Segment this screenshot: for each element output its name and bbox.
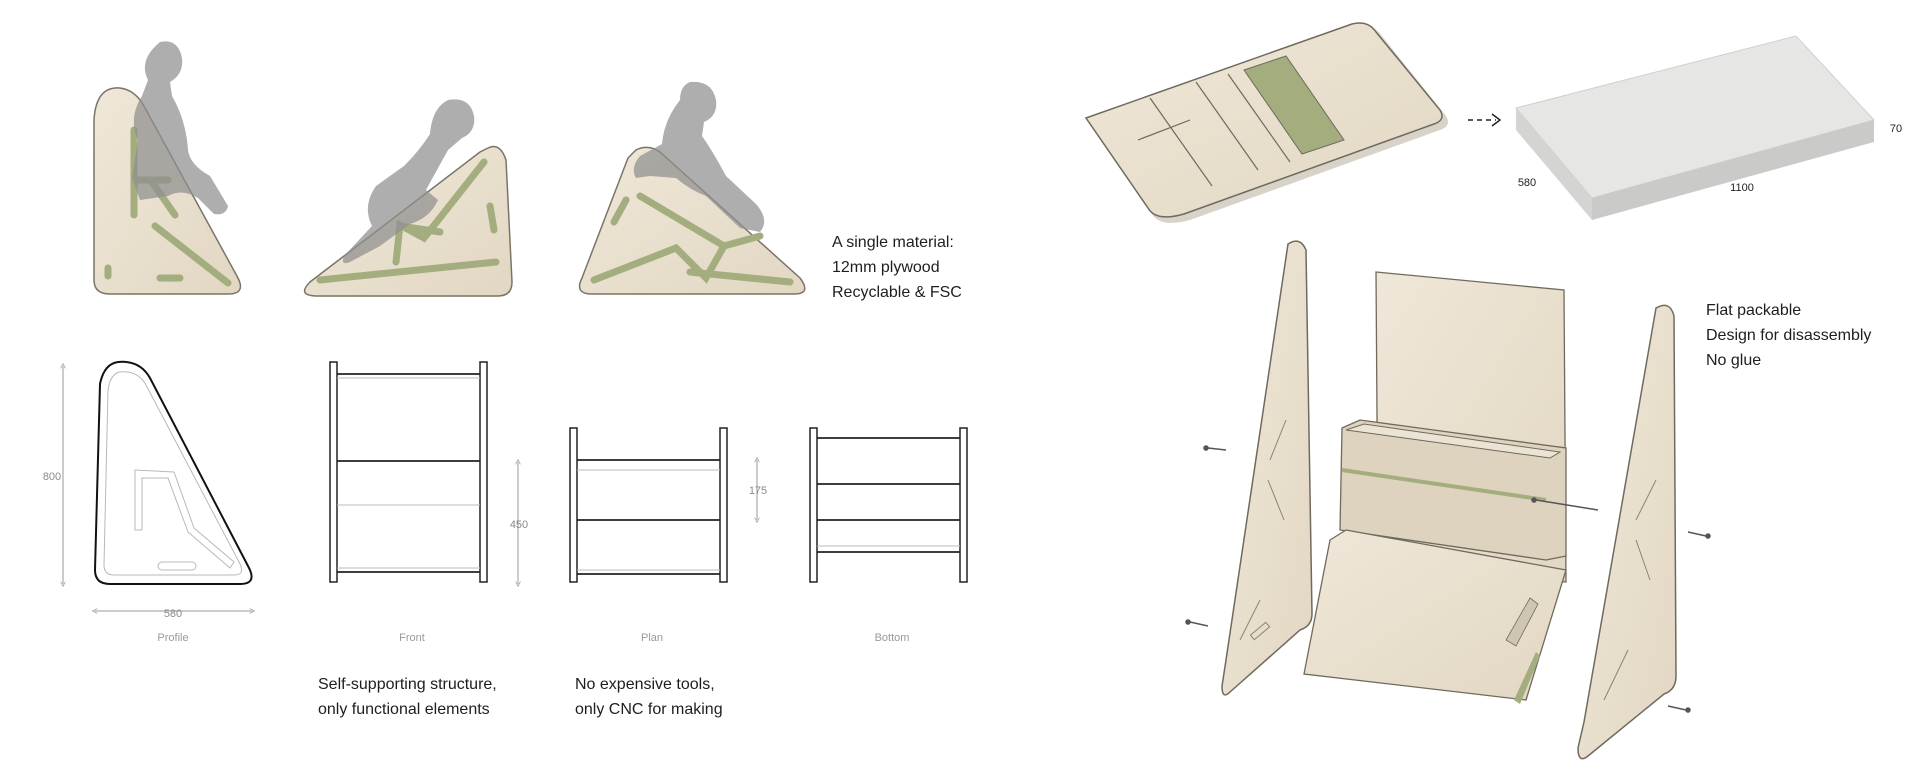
arrow-to-box	[1468, 113, 1502, 127]
dim-pack-width: 580	[1518, 177, 1536, 189]
profile-slots	[134, 469, 235, 571]
dim-plan-spacing: 175	[749, 485, 767, 497]
seat-block	[1339, 419, 1567, 561]
right-side-panel	[1577, 304, 1677, 760]
left-side-panel	[1221, 240, 1313, 696]
note-structure: Self-supporting structure, only function…	[318, 672, 497, 722]
profile-drawing	[63, 360, 252, 611]
chair-position-upright	[93, 41, 242, 295]
note-line: Flat packable	[1706, 302, 1802, 319]
note-line: No glue	[1706, 352, 1762, 369]
dim-pack-thickness: 70	[1890, 123, 1902, 135]
plan-drawing	[569, 427, 757, 583]
note-line: 12mm plywood	[832, 259, 940, 276]
note-material: A single material: 12mm plywood Recyclab…	[832, 230, 962, 305]
bottom-drawing	[809, 427, 968, 583]
child-silhouette	[342, 99, 475, 264]
groove-slots	[590, 192, 794, 286]
child-silhouette	[132, 41, 228, 215]
child-silhouette	[633, 81, 765, 233]
front-drawing	[329, 361, 518, 584]
dim-profile-width: 580	[164, 608, 182, 620]
chair-position-lying	[578, 81, 806, 295]
note-line: Recyclable & FSC	[832, 284, 962, 301]
caption-plan: Plan	[640, 632, 664, 644]
caption-bottom: Bottom	[874, 632, 910, 644]
note-line: only CNC for making	[575, 701, 723, 718]
note-line: A single material:	[832, 234, 954, 251]
caption-profile: Profile	[157, 632, 189, 644]
screws	[1185, 445, 1711, 713]
packed-box	[1515, 35, 1875, 220]
dim-profile-height: 800	[43, 471, 61, 483]
exploded-assembly	[1185, 240, 1711, 760]
chair-position-reclined	[303, 99, 513, 297]
note-line: only functional elements	[318, 701, 490, 718]
note-line: Self-supporting structure,	[318, 676, 497, 693]
bottom-panel	[1303, 529, 1567, 701]
caption-front: Front	[399, 632, 425, 644]
chair-panel	[578, 146, 806, 295]
dim-pack-length: 1100	[1730, 182, 1754, 194]
dim-front-height: 450	[510, 519, 528, 531]
stack-joints	[1137, 73, 1291, 187]
note-flat-pack: Flat packable Design for disassembly No …	[1706, 298, 1871, 373]
groove-slots	[316, 158, 500, 284]
note-line: No expensive tools,	[575, 676, 715, 693]
flat-pack-stack	[1084, 22, 1448, 223]
note-line: Design for disassembly	[1706, 327, 1872, 344]
note-tools: No expensive tools, only CNC for making	[575, 672, 723, 722]
